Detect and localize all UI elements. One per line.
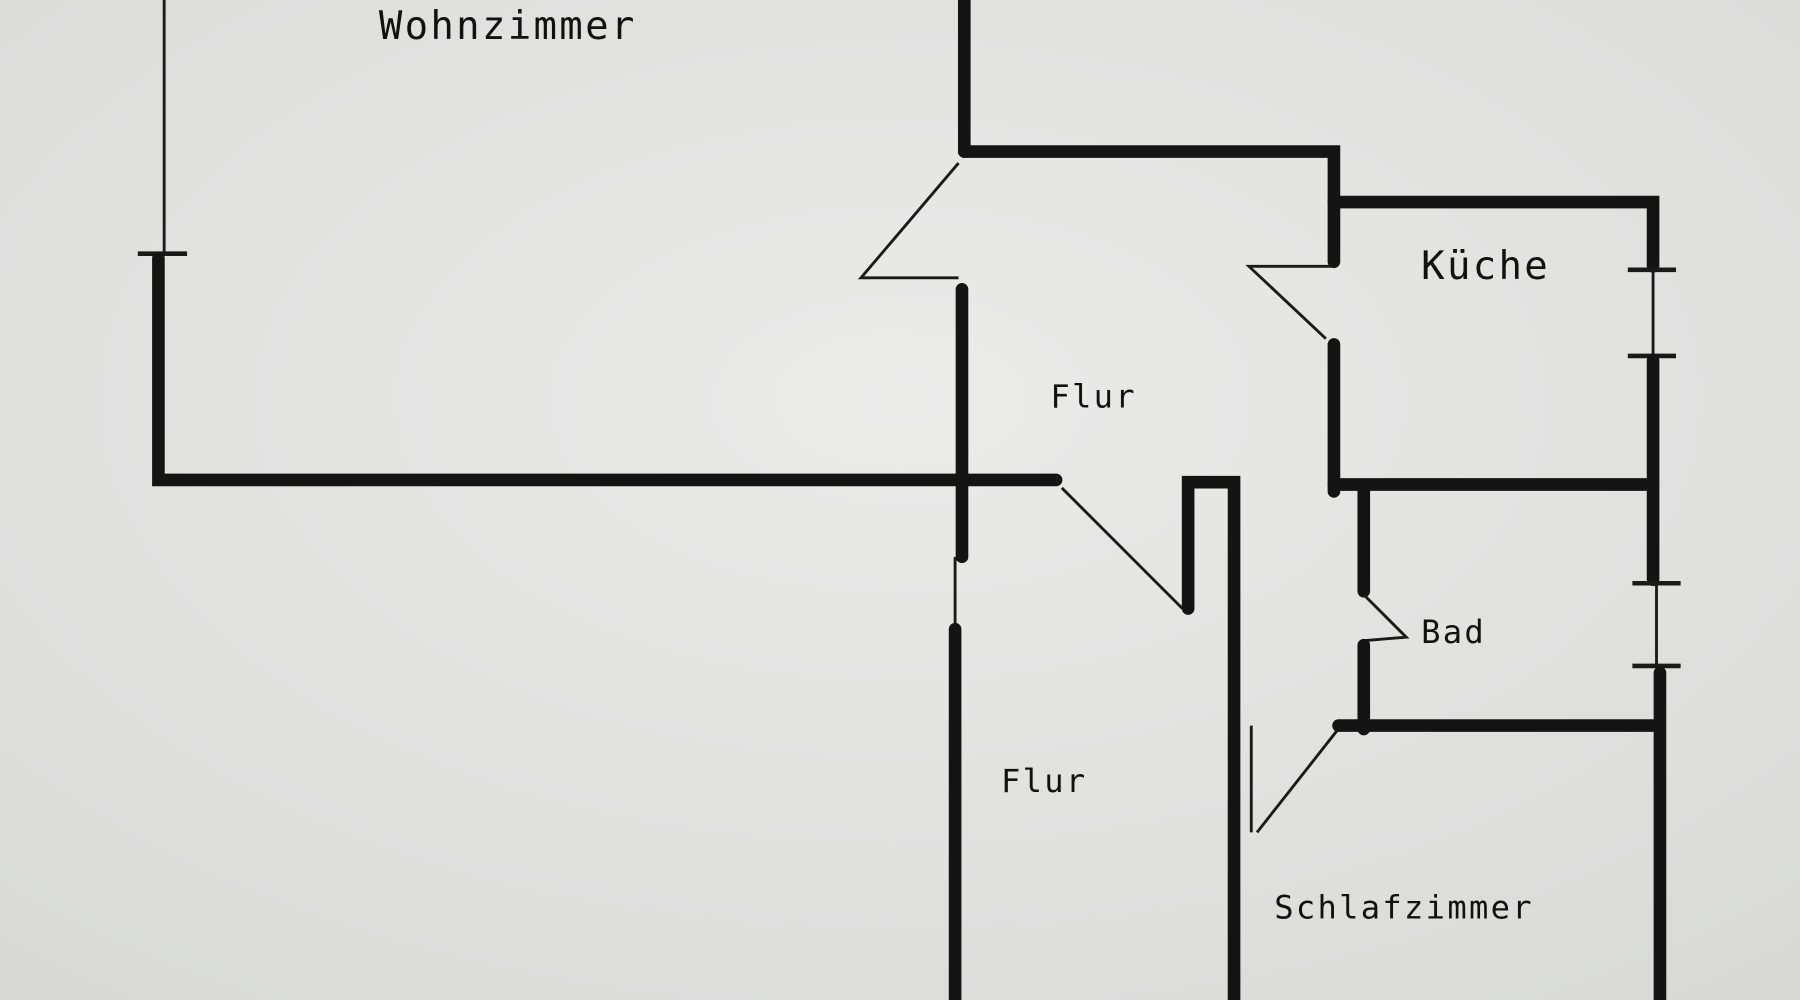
door-swing-schlafzimmer xyxy=(1255,729,1339,834)
flur-walls xyxy=(857,145,1341,1000)
room-label-flur-upper: Flur xyxy=(1050,378,1137,416)
kueche-walls xyxy=(1245,195,1677,587)
door-swing-flur xyxy=(1060,486,1184,610)
bad-walls xyxy=(1332,485,1681,736)
room-label-schlafzimmer: Schlafzimmer xyxy=(1274,888,1534,926)
room-label-flur-lower: Flur xyxy=(1001,762,1088,800)
wohnzimmer-walls xyxy=(137,0,1063,487)
room-label-bad: Bad xyxy=(1421,613,1486,651)
room-label-wohnzimmer: Wohnzimmer xyxy=(379,4,637,49)
door-swing-bad xyxy=(1362,593,1410,643)
door-swing-kueche xyxy=(1245,264,1332,340)
room-label-kueche: Küche xyxy=(1421,244,1550,289)
door-swing-wohnzimmer xyxy=(857,162,960,280)
schlafzimmer-walls xyxy=(1249,666,1667,1000)
